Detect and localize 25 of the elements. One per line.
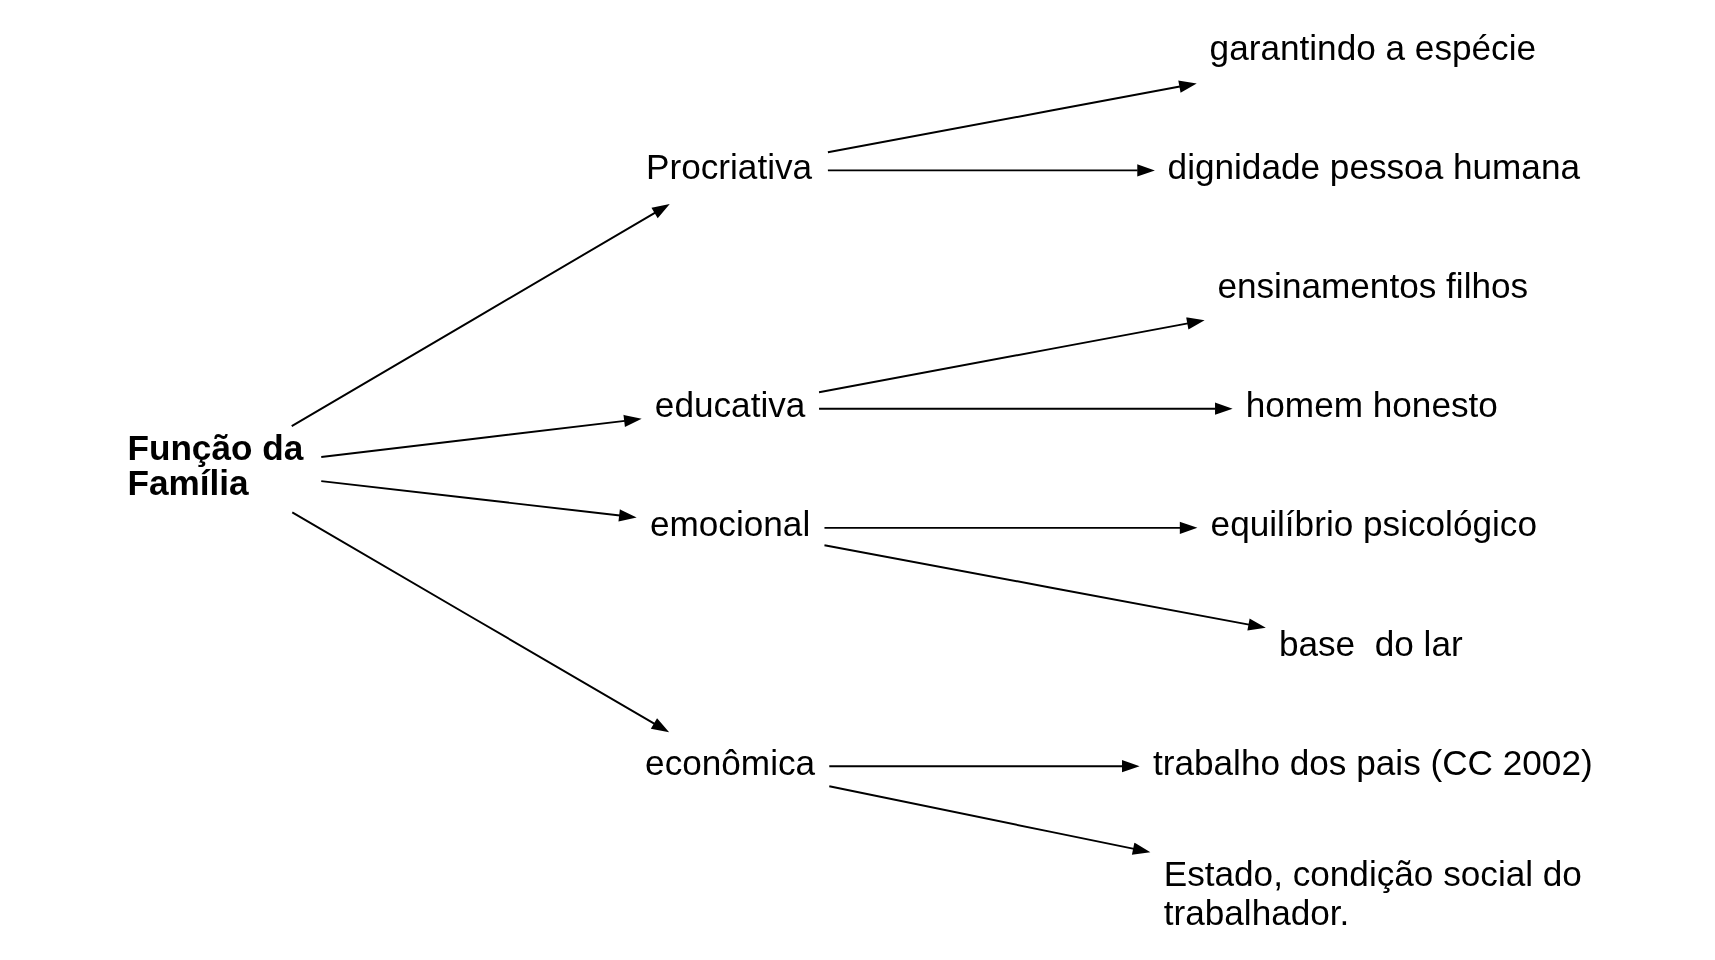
arrow (827, 785, 1150, 855)
arrow (817, 402, 1233, 415)
node-text: econômica (644, 742, 815, 782)
node-text: equilíbrio psicológico (1210, 504, 1537, 544)
node-text: garantindo a espécie (1209, 27, 1536, 67)
arrow (826, 164, 1155, 177)
arrow (290, 204, 670, 428)
arrow (319, 414, 642, 458)
arrow (817, 317, 1205, 394)
arrow (290, 511, 669, 733)
node-text: Procriativa (645, 146, 812, 186)
node-text: dignidade pessoa humana (1167, 146, 1580, 186)
arrow (319, 480, 637, 522)
node-text: Estado, condição social do trabalhador. (1163, 854, 1582, 933)
node-text: base do lar (1278, 623, 1463, 663)
node-text: Função da Família (126, 428, 303, 503)
arrow (826, 80, 1197, 154)
node-text: ensinamentos filhos (1216, 266, 1528, 306)
node-text: homem honesto (1245, 385, 1498, 425)
node-text: trabalho dos pais (CC 2002) (1152, 742, 1593, 782)
arrow (827, 760, 1140, 773)
node-text: emocional (649, 504, 810, 544)
arrow (823, 521, 1197, 534)
node-text: educativa (654, 385, 805, 425)
arrow (823, 544, 1266, 631)
